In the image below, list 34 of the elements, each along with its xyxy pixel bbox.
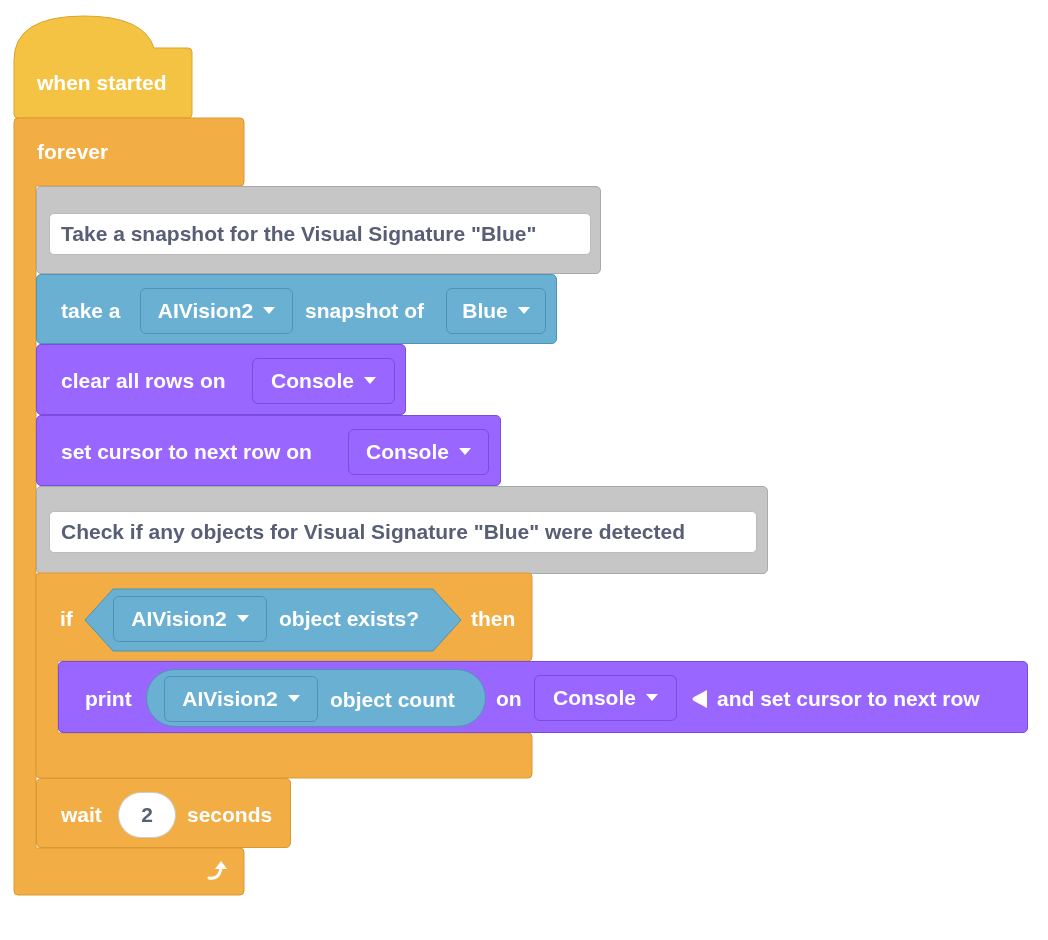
- comment-block: [36, 186, 601, 274]
- dropdown-menu: Blue: [446, 288, 546, 334]
- command-block: [36, 778, 291, 848]
- block-label: seconds: [187, 802, 273, 828]
- block-label: forever: [37, 139, 109, 165]
- dropdown-menu: Console: [348, 429, 489, 475]
- block-label: snapshot of: [305, 298, 424, 324]
- block-label: when started: [37, 70, 167, 96]
- command-block: [36, 415, 501, 486]
- dropdown-menu: AIVision2: [113, 596, 267, 642]
- comment-text: Check if any objects for Visual Signature "Blue" were detected: [49, 511, 757, 553]
- number-input: 2: [118, 792, 176, 838]
- dropdown-menu: AIVision2: [140, 288, 293, 334]
- block-label: if: [60, 606, 73, 632]
- dropdown-menu: Console: [252, 358, 395, 404]
- block-label: print: [85, 686, 132, 712]
- block-label: set cursor to next row on: [61, 439, 312, 465]
- comment-block: [36, 486, 768, 574]
- dropdown-menu: Console: [534, 675, 677, 721]
- block-label: object exists?: [279, 606, 420, 632]
- command-block: [58, 661, 1028, 733]
- block-label: and set cursor to next row: [717, 686, 980, 712]
- dropdown-menu: AIVision2: [164, 676, 318, 722]
- block-label: clear all rows on: [61, 368, 226, 394]
- command-block: [36, 344, 406, 415]
- condition-hexagon: [85, 589, 461, 651]
- block-label: take a: [61, 298, 121, 324]
- block-label: wait: [61, 802, 102, 828]
- comment-text: Take a snapshot for the Visual Signature "Blue": [49, 213, 591, 255]
- command-block: [36, 274, 557, 344]
- hat-block: [14, 16, 192, 118]
- block-label: on: [496, 686, 522, 712]
- block-label: then: [471, 606, 516, 632]
- block-label: object count: [330, 687, 455, 713]
